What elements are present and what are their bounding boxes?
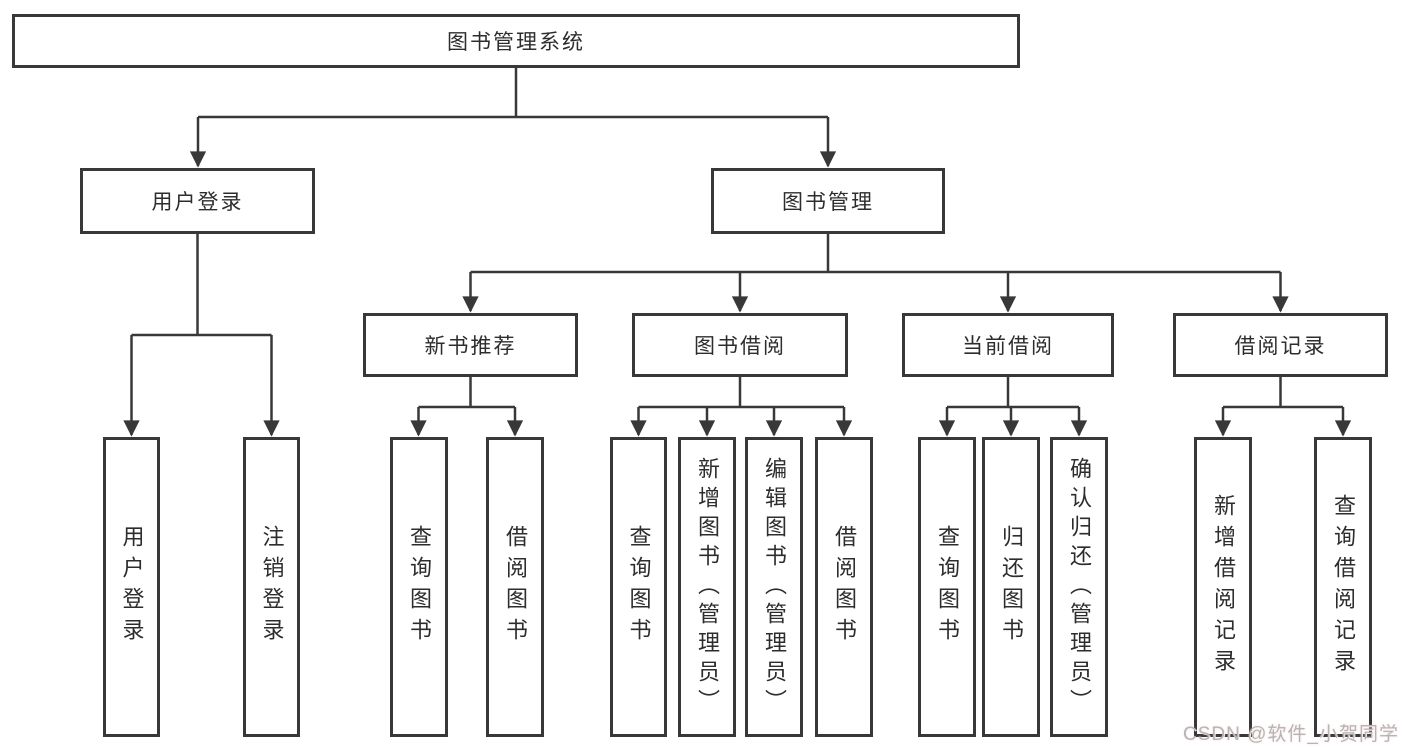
leaf-user-login-label: 用户登录	[119, 525, 145, 649]
leaf-edit-books-admin: 编辑图书（管理员）	[745, 437, 803, 737]
leaf-logout-label: 注销登录	[259, 525, 285, 649]
leaf-add-borrow-record-label: 新增借阅记录	[1211, 494, 1236, 680]
leaf-edit-books-admin-label: 编辑图书（管理员）	[762, 456, 787, 718]
leaf-return-books-label: 归还图书	[999, 525, 1024, 649]
node-book-management: 图书管理	[711, 168, 945, 234]
node-borrow-records: 借阅记录	[1173, 313, 1388, 377]
leaf-borrow-books-label: 借阅图书	[832, 525, 857, 649]
node-user-login-branch: 用户登录	[80, 168, 315, 234]
leaf-query-books-recommend-label: 查询图书	[407, 525, 432, 649]
leaf-query-books-recommend: 查询图书	[390, 437, 448, 737]
node-book-management-label: 图书管理	[782, 191, 874, 214]
leaf-confirm-return-admin-label: 确认归还（管理员）	[1067, 456, 1092, 718]
node-library-system: 图书管理系统	[12, 14, 1020, 68]
leaf-return-books: 归还图书	[982, 437, 1040, 737]
node-user-login-branch-label: 用户登录	[151, 191, 244, 214]
leaf-borrow-books: 借阅图书	[815, 437, 873, 737]
leaf-borrow-books-recommend: 借阅图书	[486, 437, 544, 737]
leaf-confirm-return-admin: 确认归还（管理员）	[1050, 437, 1108, 737]
leaf-logout: 注销登录	[243, 437, 300, 737]
node-book-borrow-label: 图书借阅	[694, 335, 786, 358]
csdn-watermark: CSDN @软件_小贺同学	[1183, 724, 1399, 745]
leaf-query-books-current: 查询图书	[918, 437, 976, 737]
leaf-query-borrow-record: 查询借阅记录	[1314, 437, 1372, 737]
node-book-borrow: 图书借阅	[632, 313, 848, 377]
leaf-add-books-admin: 新增图书（管理员）	[678, 437, 736, 737]
node-library-system-label: 图书管理系统	[447, 31, 585, 54]
node-current-borrow-label: 当前借阅	[962, 335, 1054, 358]
leaf-add-books-admin-label: 新增图书（管理员）	[695, 456, 720, 718]
leaf-query-borrow-record-label: 查询借阅记录	[1331, 494, 1356, 680]
leaf-query-books-borrow-label: 查询图书	[626, 525, 652, 649]
node-new-book-recommend: 新书推荐	[363, 313, 578, 377]
leaf-add-borrow-record: 新增借阅记录	[1194, 437, 1252, 737]
node-new-book-recommend-label: 新书推荐	[424, 335, 517, 358]
node-borrow-records-label: 借阅记录	[1234, 335, 1327, 358]
leaf-user-login: 用户登录	[103, 437, 160, 737]
leaf-query-books-borrow: 查询图书	[610, 437, 667, 737]
leaf-borrow-books-recommend-label: 借阅图书	[503, 525, 528, 649]
node-current-borrow: 当前借阅	[902, 313, 1114, 377]
leaf-query-books-current-label: 查询图书	[935, 525, 960, 649]
